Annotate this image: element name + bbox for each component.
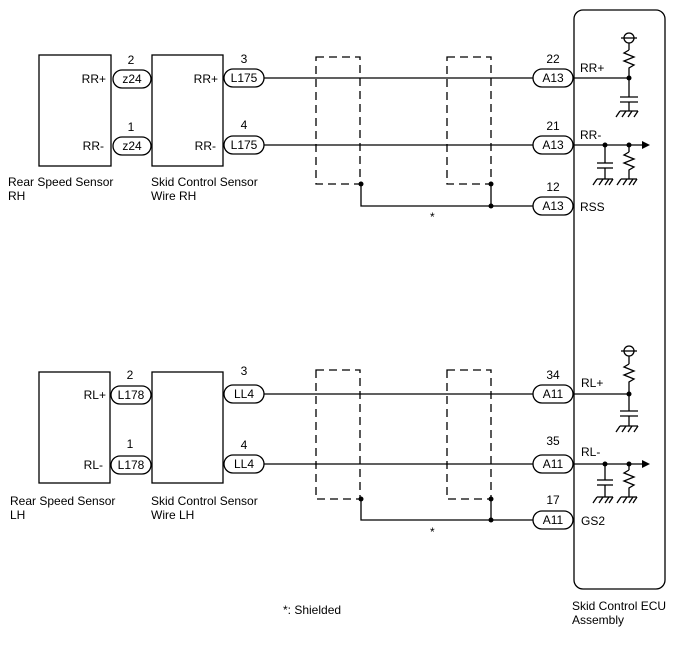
resistor-lh-minus xyxy=(622,469,636,497)
skid-control-sensor-wire-lh xyxy=(151,371,224,484)
junction-dot xyxy=(488,496,494,502)
connector-z24-plus xyxy=(112,69,152,89)
rh-conn-sensor-plus-text: z24 xyxy=(122,72,142,86)
lh-wire-name-line2: Wire LH xyxy=(151,508,194,522)
lh-conn-sensor-minus-text: L178 xyxy=(118,458,145,472)
rh-sensor-name-line1: Rear Speed Sensor xyxy=(8,175,113,189)
rh-pin-wire-plus: 3 xyxy=(241,52,248,66)
rh-shield-mark: * xyxy=(430,210,435,224)
junction-dot xyxy=(488,181,494,187)
connector-l178-plus xyxy=(110,385,152,405)
lh-ecu-pin-minus: 35 xyxy=(546,434,560,448)
resistor-rh-plus xyxy=(622,49,636,78)
rh-ecu-conn-minus-text: A13 xyxy=(542,138,564,152)
lh-shield-mark: * xyxy=(430,525,435,539)
lh-sensor-name-line1: Rear Speed Sensor xyxy=(10,494,115,508)
resistor-rh-minus xyxy=(622,151,636,179)
junction-dot xyxy=(602,142,608,148)
junction-dot xyxy=(358,496,364,502)
rh-shield-wire xyxy=(360,184,533,207)
lh-pin-sensor-minus: 1 xyxy=(127,437,134,451)
lh-ecu-conn-minus-text: A11 xyxy=(543,457,564,471)
junction-dot xyxy=(358,181,364,187)
rh-conn-wire-plus-text: L175 xyxy=(231,71,258,85)
connector-ll4-minus xyxy=(223,454,265,474)
rh-ecu-pin-plus: 22 xyxy=(546,52,560,66)
rh-conn-wire-minus-text: L175 xyxy=(231,138,258,152)
rh-conn-sensor-minus-text: z24 xyxy=(122,139,142,153)
lh-ecu-conn-shield-text: A11 xyxy=(543,513,564,527)
ecu-name-line1: Skid Control ECU xyxy=(572,599,666,613)
rh-pin-sensor-plus: 2 xyxy=(128,53,135,67)
lh-ecu-conn-plus-text: A11 xyxy=(543,387,564,401)
rh-sensor-minus-label: RR- xyxy=(83,139,104,153)
lh-ecu-signal-shield: GS2 xyxy=(581,514,605,528)
rh-ecu-conn-shield-text: A13 xyxy=(542,199,564,213)
shielded-legend: *: Shielded xyxy=(283,603,341,617)
lh-pin-wire-plus: 3 xyxy=(241,364,248,378)
connector-l175-plus xyxy=(223,68,265,88)
lh-sensor-minus-label: RL- xyxy=(84,458,103,472)
rh-wire-name-line2: Wire RH xyxy=(151,189,196,203)
rh-shield-left xyxy=(315,56,361,185)
rh-minus-arrow xyxy=(642,141,650,149)
rh-ecu-pin-shield: 12 xyxy=(546,180,560,194)
junction-dot xyxy=(488,517,494,523)
rh-wire-plus-label: RR+ xyxy=(194,72,218,86)
junction-dot xyxy=(626,461,632,467)
rh-wire-name-line1: Skid Control Sensor xyxy=(151,175,258,189)
junction-dot xyxy=(602,461,608,467)
junction-dot xyxy=(626,75,632,81)
rh-ecu-signal-minus: RR- xyxy=(580,128,601,142)
resistor-lh-plus xyxy=(622,363,636,394)
rh-sensor-plus-label: RR+ xyxy=(82,72,106,86)
junction-dot xyxy=(626,391,632,397)
connector-ll4-plus xyxy=(223,384,265,404)
skid-control-sensor-wire-rh xyxy=(151,54,224,167)
lh-ecu-signal-plus: RL+ xyxy=(581,376,603,390)
rh-ecu-signal-shield: RSS xyxy=(580,200,605,214)
lh-sensor-name-line2: LH xyxy=(10,508,25,522)
rh-wire-minus-label: RR- xyxy=(195,139,216,153)
rh-ecu-signal-plus: RR+ xyxy=(580,61,604,75)
lh-pin-sensor-plus: 2 xyxy=(127,368,134,382)
rear-speed-sensor-rh xyxy=(38,54,112,167)
rh-pin-sensor-minus: 1 xyxy=(128,120,135,134)
lh-sensor-plus-label: RL+ xyxy=(84,388,106,402)
rh-shield-right xyxy=(446,56,492,185)
lh-conn-sensor-plus-text: L178 xyxy=(118,388,145,402)
skid-control-ecu-assembly xyxy=(573,9,666,590)
rear-speed-sensor-lh xyxy=(38,371,111,484)
lh-wire-name-line1: Skid Control Sensor xyxy=(151,494,258,508)
lh-ecu-pin-plus: 34 xyxy=(546,368,560,382)
connector-a11-17 xyxy=(532,510,574,530)
connector-l178-minus xyxy=(110,455,152,475)
connector-a13-12 xyxy=(532,196,574,216)
connector-z24-minus xyxy=(112,136,152,156)
junction-dot xyxy=(626,142,632,148)
ecu-name-line2: Assembly xyxy=(572,613,624,627)
lh-pin-wire-minus: 4 xyxy=(241,438,248,452)
lh-shield-right xyxy=(446,369,492,500)
rh-sensor-name-line2: RH xyxy=(8,189,25,203)
lh-ecu-signal-minus: RL- xyxy=(581,445,600,459)
lh-ecu-pin-shield: 17 xyxy=(546,493,560,507)
connector-l175-minus xyxy=(223,135,265,155)
rh-pin-wire-minus: 4 xyxy=(241,118,248,132)
lh-conn-wire-minus-text: LL4 xyxy=(234,457,254,471)
lh-minus-arrow xyxy=(642,460,650,468)
lh-conn-wire-plus-text: LL4 xyxy=(234,387,254,401)
rh-ecu-pin-minus: 21 xyxy=(546,119,560,133)
lh-shield-left xyxy=(315,369,361,500)
rh-ecu-conn-plus-text: A13 xyxy=(542,71,564,85)
lh-shield-wire xyxy=(360,499,533,521)
junction-dot xyxy=(488,203,494,209)
